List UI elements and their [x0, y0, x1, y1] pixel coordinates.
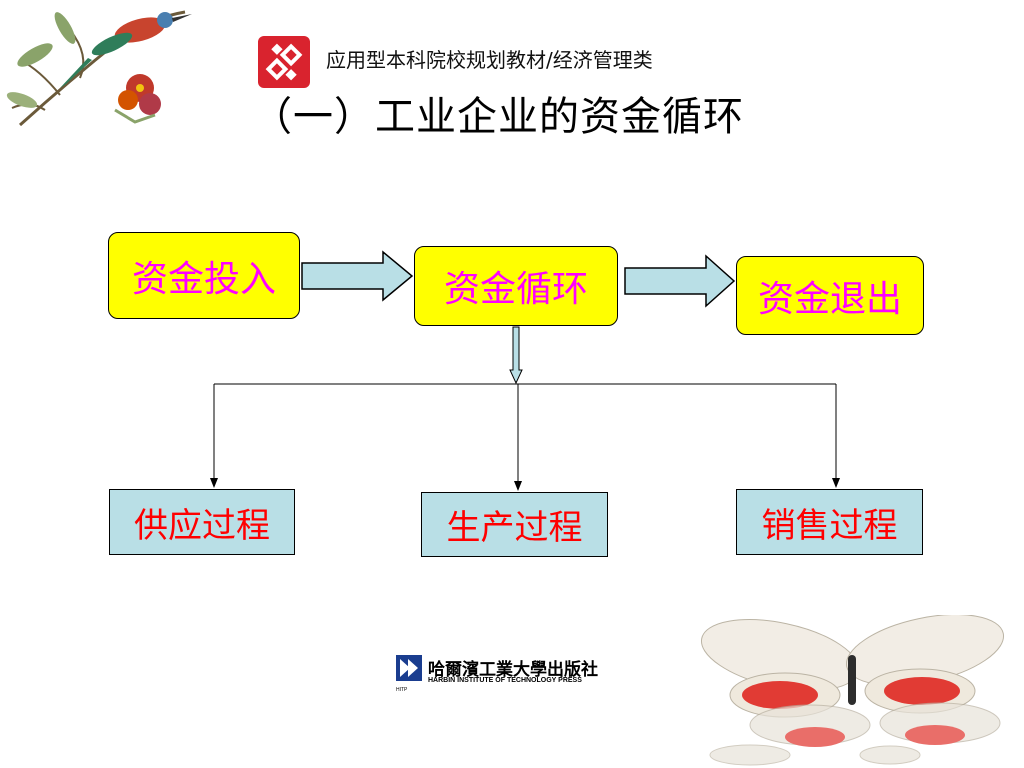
series-label: 应用型本科院校规划教材/经济管理类	[326, 48, 653, 72]
arrowhead-produce	[514, 481, 522, 491]
publisher-abbr: HITP	[396, 687, 408, 693]
stage-capital-input: 资金投入	[108, 232, 300, 319]
down-arrow-from-cycle	[509, 326, 523, 385]
process-sales: 销售过程	[736, 489, 923, 555]
stage-capital-exit: 资金退出	[736, 256, 924, 335]
publisher-logo-icon	[396, 655, 422, 681]
publisher-name-en: HARBIN INSTITUTE OF TECHNOLOGY PRESS	[428, 677, 582, 684]
stage-capital-cycle: 资金循环	[414, 246, 618, 326]
process-production: 生产过程	[421, 492, 608, 557]
series-logo-icon	[258, 36, 310, 88]
publisher-name-cn: 哈爾濱工業大學出版社	[428, 660, 598, 680]
slide-title: （一）工业企业的资金循环	[252, 94, 744, 140]
block-arrow-invest-to-cycle	[301, 250, 414, 302]
block-arrow-cycle-to-exit	[624, 254, 736, 308]
bird-image	[6, 10, 192, 127]
arrowhead-sales	[832, 478, 840, 488]
arrowhead-supply	[210, 478, 218, 488]
butterfly-image	[700, 615, 1005, 766]
process-supply: 供应过程	[109, 489, 295, 555]
